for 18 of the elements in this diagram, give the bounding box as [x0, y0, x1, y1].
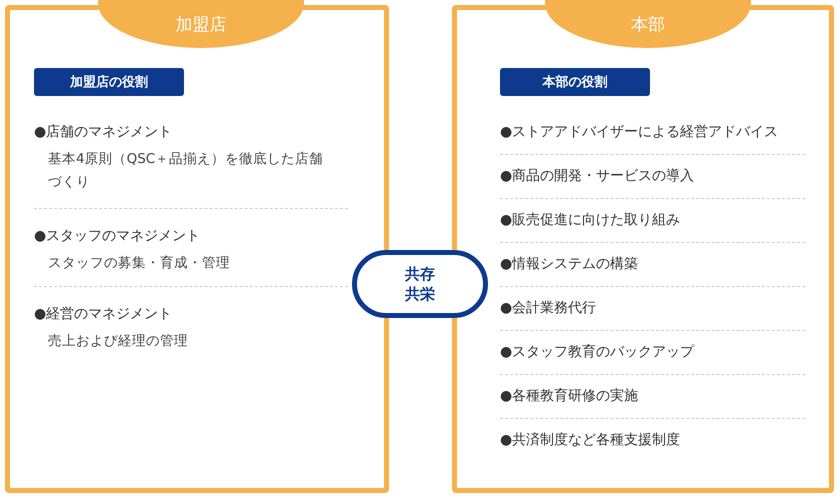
bullet-item: ●販売促進に向けた取り組み	[500, 211, 682, 230]
bullet-item: ●ストアアドバイザーによる経営アドバイス	[500, 123, 780, 142]
heading-tab: 本部	[545, 0, 751, 48]
bullet-item: ●共済制度など各種支援制度	[500, 431, 682, 450]
role-badge: 加盟店の役割	[34, 68, 184, 96]
role-badge: 本部の役割	[500, 68, 650, 96]
bullet-item: ●各種教育研修の実施	[500, 387, 640, 406]
bullet-item: ●店舗のマネジメント	[34, 123, 174, 142]
bullet-item: ●商品の開発・サービスの導入	[500, 167, 696, 186]
item-description: 基本4原則（QSC＋品揃え）を徹底した店舗づくり	[48, 150, 324, 192]
bullet-item: ●会計業務代行	[500, 299, 598, 318]
bullet-item: ●経営のマネジメント	[34, 305, 174, 324]
bullet-item: ●スタッフ教育のバックアップ	[500, 343, 696, 362]
bullet-item: ●スタッフのマネジメント	[34, 227, 202, 246]
item-description: 売上および経理の管理	[48, 332, 189, 351]
heading-tab: 加盟店	[98, 0, 304, 48]
item-description: スタッフの募集・育成・管理	[48, 254, 231, 273]
bullet-item: ●情報システムの構築	[500, 255, 640, 274]
